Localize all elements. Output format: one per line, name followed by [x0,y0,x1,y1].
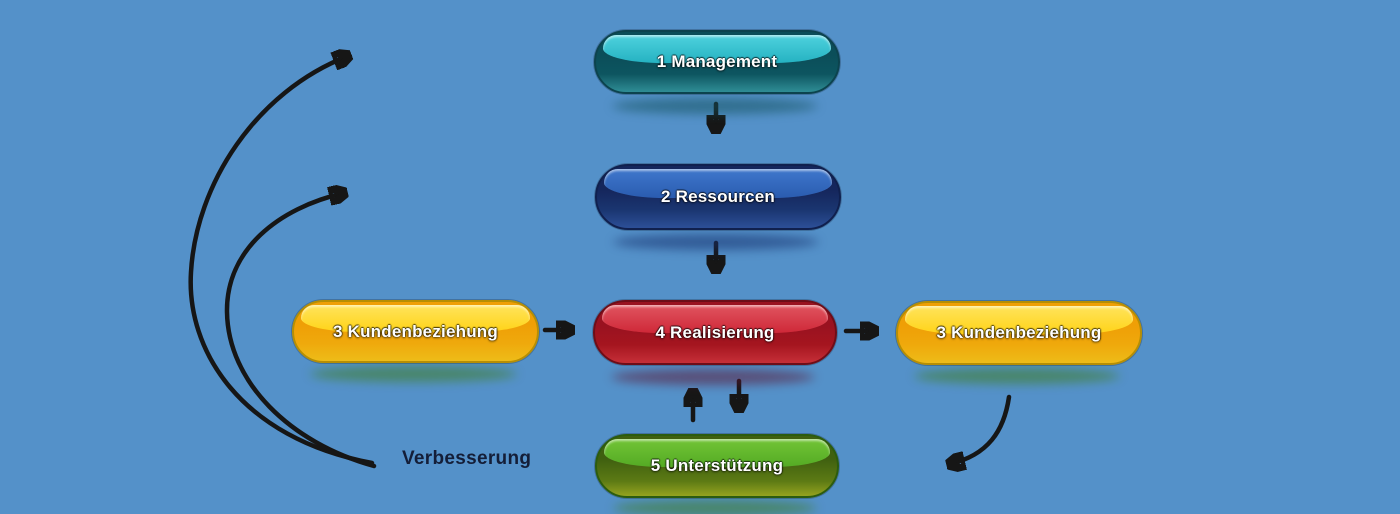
node-kundenbeziehung-left: 3 Kundenbeziehung [292,300,539,363]
node-kundenbeziehung-right: 3 Kundenbeziehung [896,301,1142,365]
arrow-kundenbeziehung-right-to-verbesserung [950,394,1012,464]
reflection-management [612,98,818,114]
node-ressourcen-label: 2 Ressourcen [661,187,775,206]
node-realisierung: 4 Realisierung [593,300,837,365]
verbesserung-label: Verbesserung [402,448,532,469]
reflection-realisierung [611,369,815,385]
node-unterstuetzung: 5 Unterstützung [595,434,839,498]
node-kundenbeziehung-right-label: 3 Kundenbeziehung [936,323,1102,342]
node-realisierung-label: 4 Realisierung [655,322,775,342]
node-management: 1 Management [594,30,840,94]
reflection-kundenbeziehung-left [310,366,517,382]
node-kundenbeziehung-left-label: 3 Kundenbeziehung [333,321,498,341]
reflection-unterstuetzung [613,500,817,514]
node-unterstuetzung-label: 5 Unterstützung [650,456,784,475]
node-management-label: 1 Management [656,52,778,71]
reflection-ressourcen [613,234,819,250]
reflection-kundenbeziehung-right [914,368,1120,384]
arrow-verbesserung-to-management [188,56,375,466]
node-ressourcen: 2 Ressourcen [595,164,841,230]
